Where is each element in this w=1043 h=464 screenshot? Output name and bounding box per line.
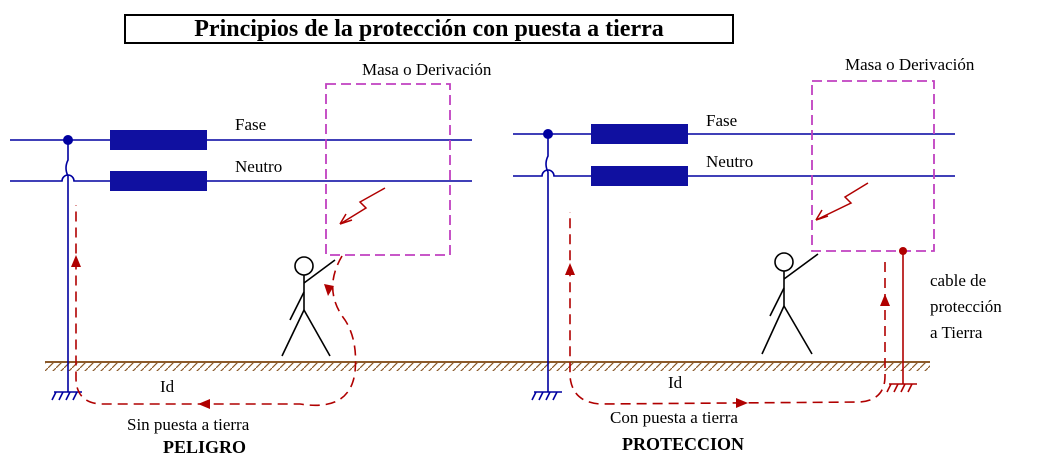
right-neutro-label: Neutro [706,152,753,171]
right-neutro-fuse [591,166,688,186]
left-earth-pole [65,140,69,392]
left-caption-line2: PELIGRO [163,437,246,457]
left-junction-dot [63,135,73,145]
right-current-arrowheads [565,263,890,408]
left-fase-fuse [110,130,207,150]
right-junction-dot [543,129,553,139]
right-ground-symbol-cable [886,383,917,393]
right-caption-line2: PROTECCION [622,434,744,454]
left-current-path [75,205,357,407]
left-mass-label: Masa o Derivación [362,60,492,79]
cable-label-line1: cable de [930,271,986,290]
right-earth-pole [545,134,549,392]
right-ground-symbol [531,391,562,401]
left-neutro-label: Neutro [235,157,282,176]
left-person-figure [281,256,336,357]
right-current-path [569,212,886,405]
right-circuit [513,80,955,408]
cable-label-line2: protección [930,297,1002,316]
left-mass-box [325,83,451,256]
right-fase-fuse [591,124,688,144]
left-fase-label: Fase [235,115,266,134]
diagram-title: Principios de la protección con puesta a… [194,15,664,42]
left-circuit [10,83,472,409]
right-fault-arrow [815,182,869,221]
right-fase-label: Fase [706,111,737,130]
right-mass-label: Masa o Derivación [845,55,975,74]
left-current-label: Id [160,377,175,396]
cable-label-line3: a Tierra [930,323,983,342]
protection-cable-dot [899,247,907,255]
left-neutro-fuse [110,171,207,191]
left-caption-line1: Sin puesta a tierra [127,415,250,434]
right-mass-box [811,80,935,252]
left-ground-symbol [51,391,82,401]
right-current-label: Id [668,373,683,392]
right-caption-line1: Con puesta a tierra [610,408,738,427]
ground-strip [45,361,930,371]
right-person-figure [761,252,819,355]
left-fault-arrow [339,187,386,225]
right-neutro-line [513,169,955,177]
left-current-arrowheads [71,255,334,409]
title-box: Principios de la protección con puesta a… [124,14,734,44]
